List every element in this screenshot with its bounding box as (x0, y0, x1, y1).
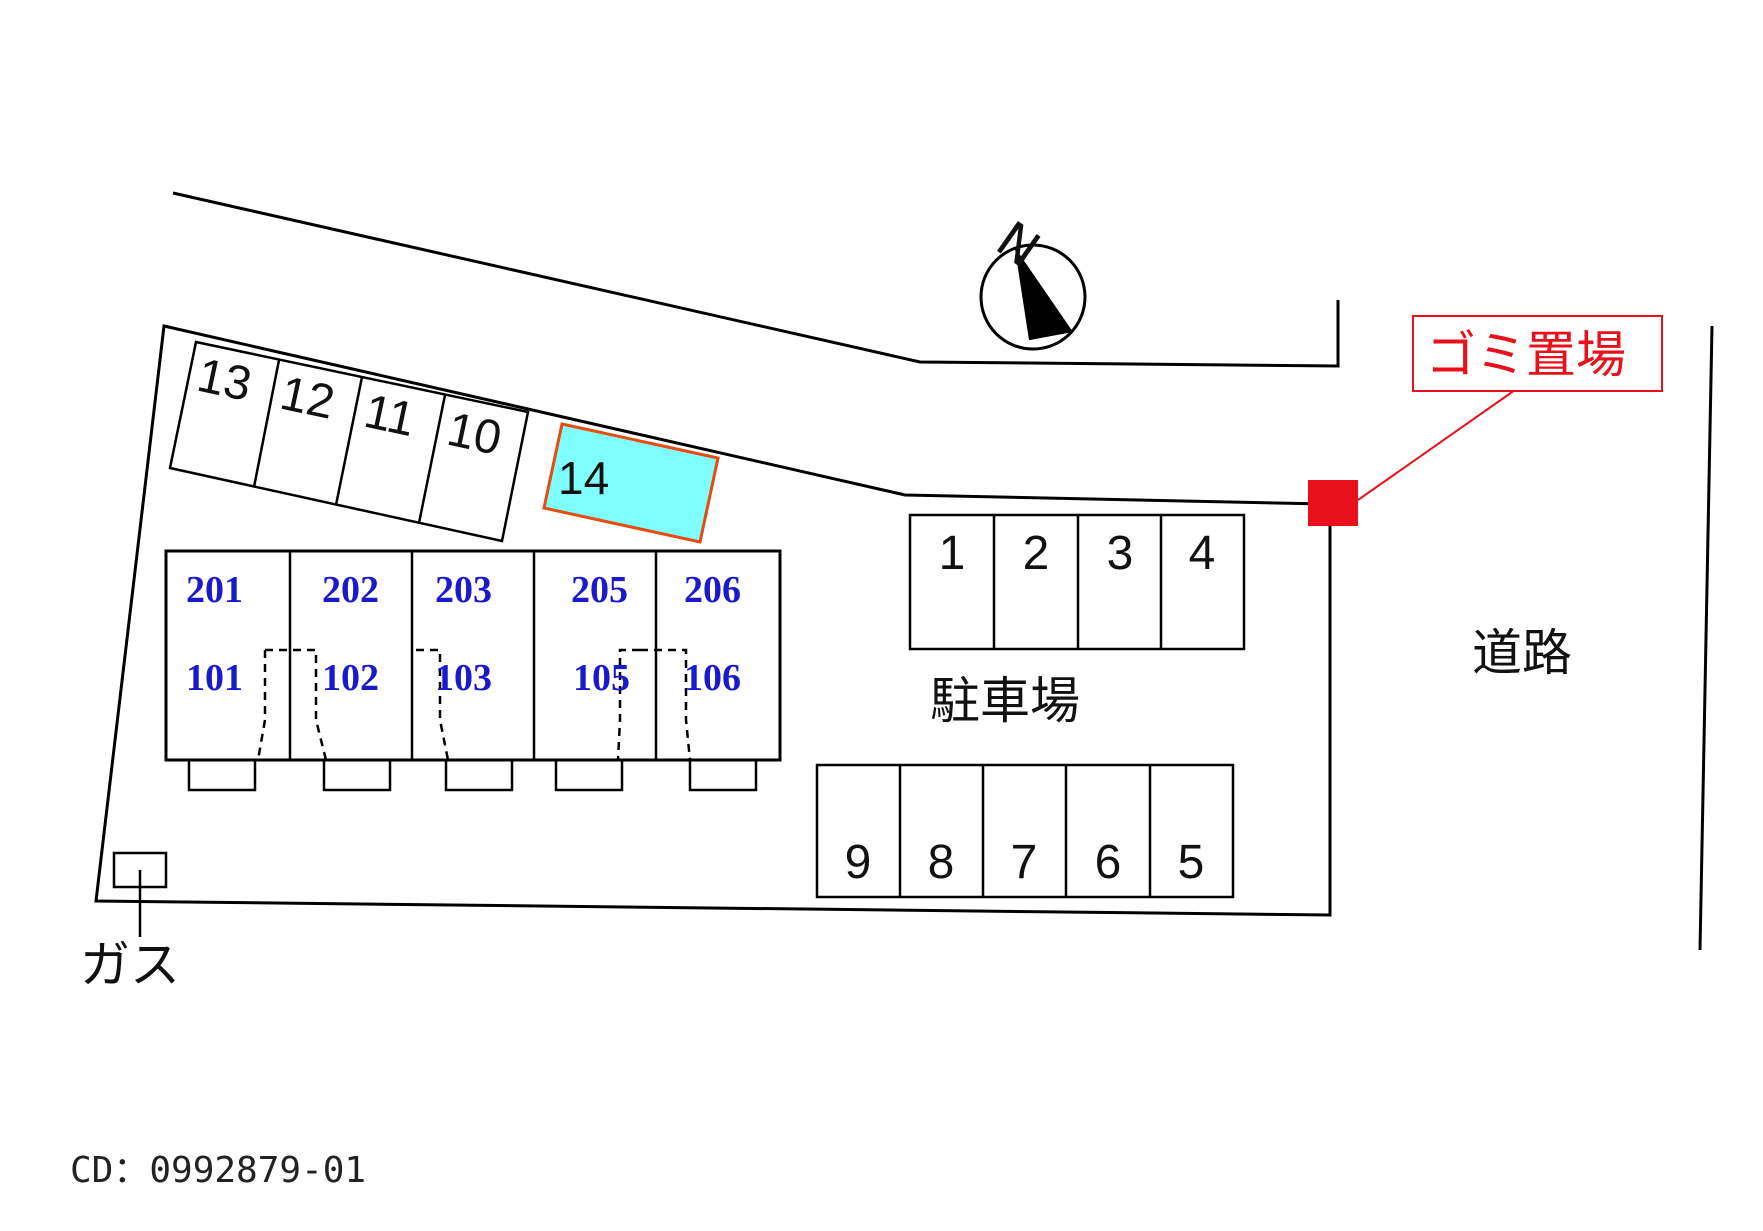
unit-201: 201 (186, 569, 243, 611)
parking-space-4: 4 (1189, 527, 1216, 580)
parking-space-1: 1 (939, 527, 966, 580)
unit-105: 105 (573, 657, 630, 699)
angled-parking-outline (168, 340, 530, 543)
property-code: CD：0992879-01 (70, 1150, 366, 1191)
parking-space-11: 11 (360, 385, 420, 447)
highlight-label: 14 (558, 452, 609, 504)
balcony (444, 758, 514, 792)
unit-106: 106 (684, 657, 741, 699)
stair-dash (256, 650, 267, 761)
parking-row-outline (815, 763, 1235, 899)
gas-label: ガス (80, 936, 180, 994)
parking-space-14-highlight: 14 (542, 422, 720, 544)
parking-space-13: 13 (193, 349, 256, 412)
balcony (688, 758, 758, 792)
parking-space-10: 10 (443, 403, 506, 466)
parking-space-9: 9 (845, 836, 872, 889)
parking-row-top: 1 2 3 4 (908, 513, 1246, 651)
garbage-marker (1308, 480, 1358, 526)
garbage-label-box (1412, 315, 1663, 392)
road-east-edge-line (1698, 325, 1714, 951)
parking-divider (252, 359, 281, 488)
unit-102: 102 (322, 657, 379, 699)
garbage-area: ゴミ置場 (1308, 315, 1663, 526)
parking-divider (417, 394, 447, 524)
parking-space-5: 5 (1178, 836, 1205, 889)
north-compass: N (979, 210, 1087, 351)
parking-space-2: 2 (1023, 527, 1050, 580)
stair-dash (640, 648, 692, 761)
unit-203: 203 (435, 569, 492, 611)
site-boundary (94, 324, 1332, 917)
parking-space-3: 3 (1107, 527, 1134, 580)
parking-space-12: 12 (276, 367, 339, 430)
unit-103: 103 (435, 657, 492, 699)
north-boundary-line (172, 191, 1340, 368)
parking-label: 駐車場 (930, 672, 1080, 730)
apartment-building: 201 202 203 205 206 101 102 103 105 106 (164, 549, 782, 792)
unit-101: 101 (186, 657, 243, 699)
gas-meter: ガス (80, 851, 180, 994)
parking-divider (334, 376, 364, 506)
parking-space-8: 8 (928, 836, 955, 889)
stair-dash (416, 648, 450, 761)
unit-202: 202 (322, 569, 379, 611)
stair-dash (265, 648, 328, 761)
parking-space-7: 7 (1011, 836, 1038, 889)
north-label: N (986, 210, 1050, 279)
garbage-leader-line (1357, 389, 1516, 501)
unit-206: 206 (684, 569, 741, 611)
unit-205: 205 (571, 569, 628, 611)
balcony (187, 758, 257, 792)
balcony (322, 758, 392, 792)
road-label: 道路 (1472, 624, 1572, 682)
garbage-label: ゴミ置場 (1426, 326, 1626, 384)
parking-space-6: 6 (1095, 836, 1122, 889)
balcony (554, 758, 624, 792)
highlight-box (542, 422, 720, 544)
angled-parking-group: 13 12 11 10 (168, 340, 530, 543)
parking-row-bottom: 9 8 7 6 5 (815, 763, 1235, 899)
